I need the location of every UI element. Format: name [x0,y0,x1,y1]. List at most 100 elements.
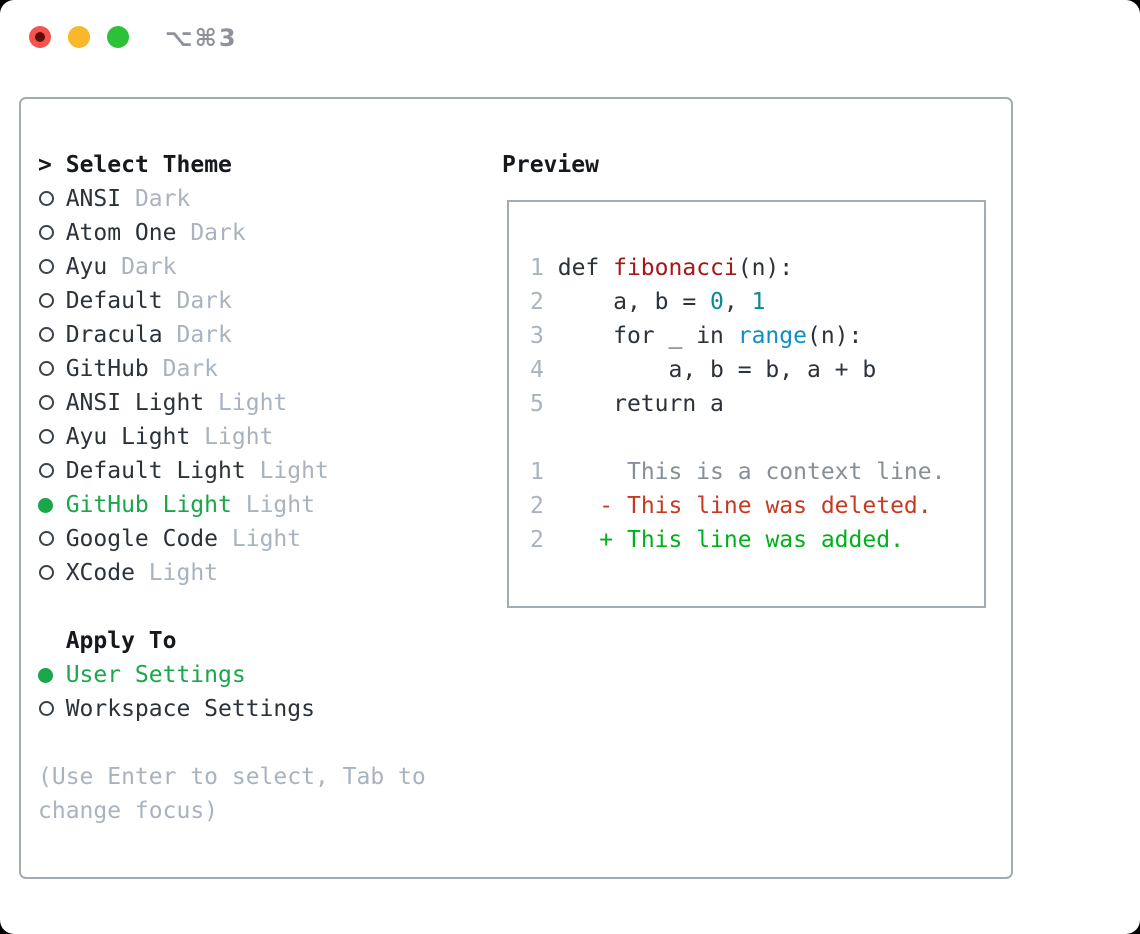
line-number: 2 [530,289,544,315]
theme-option[interactable]: ANSI Dark [38,182,478,216]
line-number: 1 [530,459,544,485]
theme-option[interactable]: XCode Light [38,556,478,590]
theme-name: Default Light [65,458,246,484]
theme-variant: Dark [190,220,246,246]
theme-option[interactable]: Default Light Light [38,454,478,488]
title-bar: ⌥⌘3 [0,0,1140,70]
diff-text: This line was added. [626,527,904,553]
apply-to-header: Apply To [38,624,478,658]
code-token: (n): [737,255,794,281]
theme-option[interactable]: GitHub Light Light [38,488,478,522]
theme-variant: Light [204,424,274,450]
theme-option[interactable]: ANSI Light Light [38,386,478,420]
theme-option[interactable]: Google Code Light [38,522,478,556]
maximize-button[interactable] [107,26,129,48]
theme-name: XCode [65,560,135,586]
code-line: 5 return a [530,387,945,421]
close-button[interactable] [29,26,51,48]
line-number: 4 [530,357,544,383]
theme-variant: Dark [162,356,219,382]
line-number: 2 [530,493,544,519]
line-number: 3 [530,323,544,349]
theme-variant: Dark [134,186,191,212]
spacer-row [530,421,945,455]
record-dot-icon [35,32,45,42]
theme-variant: Dark [176,322,232,348]
theme-name: Ayu Light [65,424,191,450]
diff-lines: 1 This is a context line.2 - This line w… [530,455,945,557]
radio-icon [39,463,54,478]
diff-text: This line was deleted. [626,493,932,519]
theme-variant: Light [218,390,288,416]
code-token: for _ in [557,323,738,349]
radio-icon [39,327,54,342]
preview-column: Preview 1 def fibonacci(n):2 a, b = 0, 1… [502,148,986,608]
theme-name: Dracula [65,322,163,348]
theme-option[interactable]: Atom One Dark [38,216,478,250]
radio-icon [39,395,54,410]
radio-selected-icon [38,498,53,513]
theme-variant: Dark [121,254,177,280]
diff-line-context: 1 This is a context line. [530,455,945,489]
code-token: range [737,323,807,349]
code-line: 1 def fibonacci(n): [530,251,945,285]
line-number: 2 [530,527,544,553]
theme-variant: Light [231,526,302,552]
radio-icon [39,191,54,206]
theme-option[interactable]: Ayu Light Light [38,420,478,454]
theme-name: Default [65,288,163,314]
radio-icon [39,429,54,444]
code-token: , [723,289,752,315]
radio-icon [39,531,54,546]
radio-icon [39,293,54,308]
diff-text: This is a context line. [626,459,946,485]
theme-option[interactable]: Ayu Dark [38,250,478,284]
theme-option[interactable]: Dracula Dark [38,318,478,352]
code-line: 2 a, b = 0, 1 [530,285,945,319]
keyboard-hint: (Use Enter to select, Tab to change focu… [38,764,426,824]
apply-to-option[interactable]: User Settings [38,658,478,692]
theme-variant: Light [148,560,219,586]
theme-option[interactable]: GitHub Dark [38,352,478,386]
minimize-button[interactable] [68,26,90,48]
code-line: 4 a, b = b, a + b [530,353,945,387]
code-line: 3 for _ in range(n): [530,319,945,353]
code-token: a, b = [557,289,711,315]
apply-to-title: Apply To [65,628,177,654]
apply-to-option[interactable]: Workspace Settings [38,692,478,726]
theme-name: Atom One [65,220,177,246]
code-token: return a [557,391,724,417]
select-theme-header: > Select Theme [38,148,478,182]
radio-icon [39,225,54,240]
code-token: fibonacci [613,255,738,281]
theme-option[interactable]: Default Dark [38,284,478,318]
theme-variant: Dark [176,288,232,314]
line-number: 1 [530,255,544,281]
theme-name: ANSI Light [65,390,205,416]
prompt-icon: > [38,152,52,178]
diff-marker: - [599,493,614,519]
diff-line-added: 2 + This line was added. [530,523,945,557]
code-token: (n): [806,323,863,349]
theme-name: ANSI [65,186,122,212]
radio-icon [39,361,54,376]
theme-name: Ayu [65,254,108,280]
apply-to-name: User Settings [65,662,246,688]
code-token: 0 [710,289,724,315]
code-token: def [557,255,614,281]
line-number: 5 [530,391,544,417]
diff-line-deleted: 2 - This line was deleted. [530,489,945,523]
theme-name: GitHub [65,356,149,382]
code-token: a, b = b, a + b [557,357,877,383]
code-token: 1 [751,289,766,315]
theme-name: Google Code [65,526,219,552]
theme-name: GitHub Light [65,492,232,518]
